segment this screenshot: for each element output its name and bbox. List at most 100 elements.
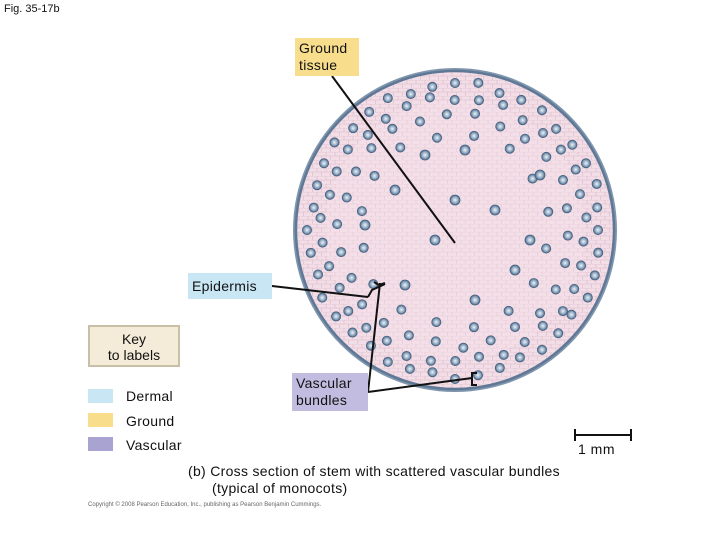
vascular-bundle xyxy=(469,130,480,141)
vascular-bundle xyxy=(431,317,442,328)
vascular-bundle xyxy=(558,175,569,186)
vascular-bundle xyxy=(348,123,359,134)
key-swatch-dermal xyxy=(88,389,113,403)
vascular-bundles-label: Vascular bundles xyxy=(292,373,368,411)
vascular-bundle xyxy=(361,322,372,333)
vascular-bundle xyxy=(474,351,485,362)
ground-tissue-label-line2: tissue xyxy=(299,57,338,73)
vascular-bundle xyxy=(381,335,392,346)
key-title-box: Key to labels xyxy=(88,325,180,367)
vascular-bundle xyxy=(315,212,326,223)
vascular-bracket-2 xyxy=(471,372,477,386)
vascular-bundle xyxy=(541,243,552,254)
vascular-bundle xyxy=(534,169,546,181)
vascular-bundle xyxy=(574,189,585,200)
vascular-bundle xyxy=(331,311,342,322)
ground-tissue-leader xyxy=(331,75,456,244)
stem-section xyxy=(293,68,617,392)
figure-label: Fig. 35-17b xyxy=(4,3,60,15)
vascular-bundle xyxy=(414,116,425,127)
vascular-bundle xyxy=(301,224,312,235)
vascular-bundle xyxy=(425,355,436,366)
vascular-bundle xyxy=(449,194,461,206)
vascular-bundle xyxy=(567,139,578,150)
vascular-bundle xyxy=(555,144,566,155)
vascular-bundle xyxy=(405,88,416,99)
vascular-bundle xyxy=(347,327,358,338)
key-label-dermal: Dermal xyxy=(126,388,173,404)
vascular-bundle xyxy=(364,106,375,117)
epidermis-label: Epidermis xyxy=(188,273,272,299)
vascular-bundle xyxy=(551,123,562,134)
key-label-vascular: Vascular xyxy=(126,437,182,453)
vascular-bundle xyxy=(485,335,496,346)
vascular-bundle xyxy=(343,306,354,317)
leader-lines xyxy=(271,75,477,393)
vascular-bundle xyxy=(424,92,435,103)
vascular-bundle xyxy=(543,206,554,217)
vascular-bundle xyxy=(401,101,412,112)
ground-tissue-label-line1: Ground xyxy=(299,40,348,56)
vascular-bundle xyxy=(473,77,484,88)
vascular-bundle xyxy=(537,320,548,331)
vascular-bundle xyxy=(509,321,520,332)
vascular-bundle xyxy=(380,113,391,124)
vascular-bundle xyxy=(495,121,506,132)
vascular-bundle xyxy=(469,294,481,306)
vascular-bundle xyxy=(535,308,546,319)
key-title-line1: Key xyxy=(121,331,147,347)
vascular-bundle xyxy=(389,184,401,196)
caption-line2: (typical of monocots) xyxy=(212,480,348,496)
vascular-bundle xyxy=(472,370,483,381)
vascular-bundle xyxy=(536,344,547,355)
key-label-ground: Ground xyxy=(126,413,175,429)
vascular-bundle xyxy=(591,178,602,189)
vascular-bracket-1 xyxy=(373,281,386,286)
vascular-bundle xyxy=(541,151,552,162)
vascular-bundle xyxy=(569,283,580,294)
vascular-bundle xyxy=(317,292,328,303)
vascular-bundle xyxy=(382,93,393,104)
vascular-bundle xyxy=(550,284,561,295)
key-swatch-vascular xyxy=(88,437,113,451)
vascular-bundle xyxy=(468,322,479,333)
figure-caption: (b) Cross section of stem with scattered… xyxy=(188,463,560,497)
vascular-bundle xyxy=(519,133,530,144)
caption-line1: (b) Cross section of stem with scattered… xyxy=(188,463,560,479)
vascular-bundle xyxy=(582,292,593,303)
vascular-bundle xyxy=(593,224,604,235)
vascular-bundle xyxy=(324,261,335,272)
vascular-bundle xyxy=(350,166,361,177)
copyright-notice: Copyright © 2008 Pearson Education, Inc.… xyxy=(88,502,322,508)
vascular-bundle xyxy=(356,206,367,217)
vascular-bundle xyxy=(341,192,352,203)
vascular-bundle xyxy=(498,349,509,360)
vascular-bundle xyxy=(593,247,604,258)
epidermis-leader xyxy=(271,285,369,298)
vascular-bundle xyxy=(429,234,441,246)
vascular-bundle xyxy=(369,170,380,181)
vascular-bundle xyxy=(313,269,324,280)
vascular-bundle xyxy=(524,234,536,246)
vascular-bundle xyxy=(403,330,414,341)
vascular-bundle xyxy=(308,202,319,213)
vascular-bundle xyxy=(498,99,509,110)
vascular-bundles-label-line2: bundles xyxy=(296,392,348,408)
vascular-bundle xyxy=(578,236,589,247)
vascular-bundle xyxy=(401,351,412,362)
vascular-bundle xyxy=(312,180,323,191)
vascular-bundle xyxy=(324,189,335,200)
vascular-bundle xyxy=(342,144,353,155)
vascular-bundle xyxy=(494,362,505,373)
ground-tissue-label: Ground tissue xyxy=(295,38,359,76)
vascular-bundle xyxy=(336,247,347,258)
vascular-bundle xyxy=(459,144,471,156)
vascular-bundle xyxy=(331,166,342,177)
vascular-bundle xyxy=(581,212,592,223)
vascular-bundle xyxy=(362,129,373,140)
vascular-bundle xyxy=(419,149,431,161)
vascular-bundle xyxy=(473,95,484,106)
vascular-bundles-group xyxy=(301,77,604,384)
vascular-bundle xyxy=(517,115,528,126)
